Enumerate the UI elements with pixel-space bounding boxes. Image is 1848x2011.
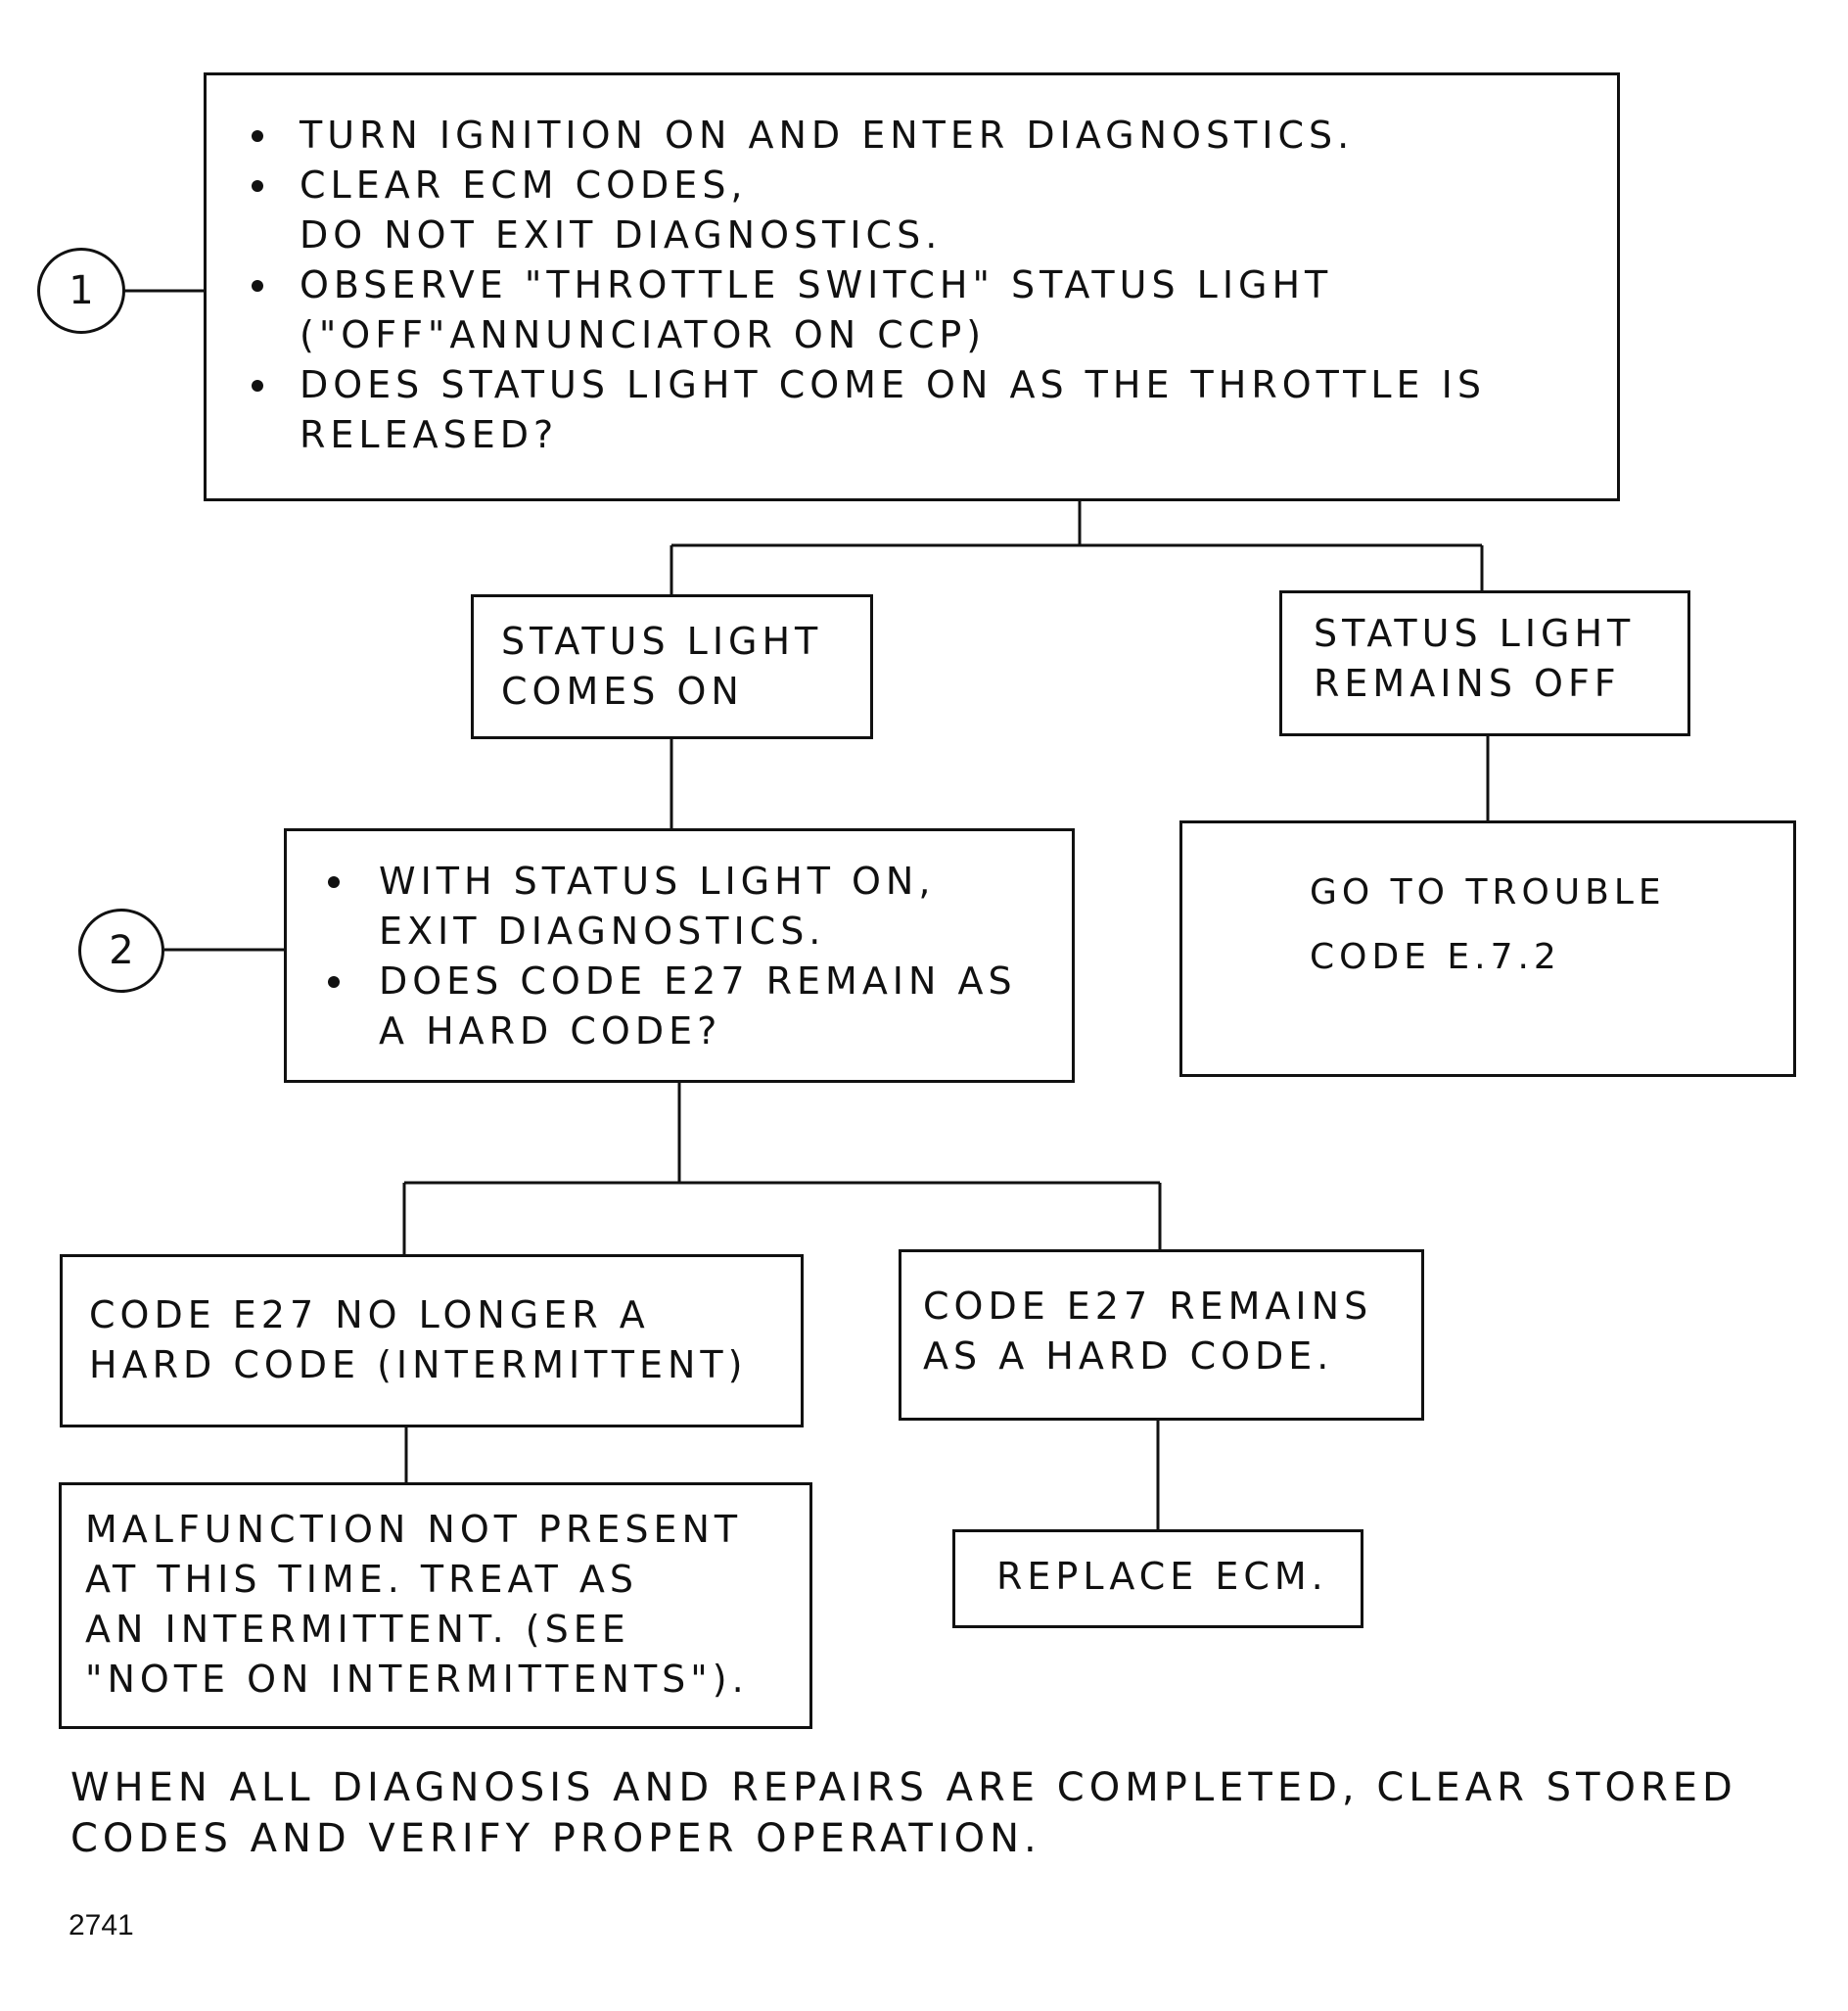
step-1-bullet-3: OBSERVE "THROTTLE SWITCH" STATUS LIGHT (…	[300, 263, 1333, 356]
status-light-comes-on-text: STATUS LIGHT COMES ON	[501, 620, 823, 713]
go-to-trouble-code-text: GO TO TROUBLE CODE E.7.2	[1310, 872, 1666, 977]
step-2-box: WITH STATUS LIGHT ON, EXIT DIAGNOSTICS. …	[284, 828, 1075, 1083]
step-1-box: TURN IGNITION ON AND ENTER DIAGNOSTICS. …	[204, 72, 1620, 501]
step-1-marker: 1	[37, 248, 125, 334]
bullet-icon	[252, 180, 263, 192]
step-2-bullet-1: WITH STATUS LIGHT ON, EXIT DIAGNOSTICS.	[379, 860, 936, 953]
status-light-comes-on-box: STATUS LIGHT COMES ON	[471, 594, 873, 739]
code-e27-remains-hard-text: CODE E27 REMAINS AS A HARD CODE.	[923, 1285, 1373, 1378]
step-1-bullet-1: TURN IGNITION ON AND ENTER DIAGNOSTICS.	[300, 114, 1355, 157]
bullet-icon	[252, 130, 263, 142]
go-to-trouble-code-box: GO TO TROUBLE CODE E.7.2	[1179, 820, 1796, 1077]
malfunction-not-present-text: MALFUNCTION NOT PRESENT AT THIS TIME. TR…	[85, 1508, 749, 1701]
status-light-remains-off-text: STATUS LIGHT REMAINS OFF	[1314, 612, 1636, 705]
bullet-icon	[328, 976, 340, 988]
step-1-bullet-4: DOES STATUS LIGHT COME ON AS THE THROTTL…	[300, 363, 1486, 456]
figure-number: 2741	[69, 1909, 134, 1941]
bullet-icon	[328, 876, 340, 888]
step-2-number: 2	[109, 928, 134, 973]
step-2-bullet-2: DOES CODE E27 REMAIN AS A HARD CODE?	[379, 959, 1017, 1052]
malfunction-not-present-box: MALFUNCTION NOT PRESENT AT THIS TIME. TR…	[59, 1482, 812, 1729]
replace-ecm-box: REPLACE ECM.	[952, 1529, 1363, 1628]
bullet-icon	[252, 280, 263, 292]
code-e27-no-longer-hard-box: CODE E27 NO LONGER A HARD CODE (INTERMIT…	[60, 1254, 804, 1427]
step-2-marker: 2	[78, 909, 164, 993]
code-e27-no-longer-hard-text: CODE E27 NO LONGER A HARD CODE (INTERMIT…	[89, 1293, 748, 1386]
completion-note: WHEN ALL DIAGNOSIS AND REPAIRS ARE COMPL…	[70, 1765, 1737, 1861]
step-1-bullet-2: CLEAR ECM CODES, DO NOT EXIT DIAGNOSTICS…	[300, 164, 943, 257]
step-1-number: 1	[69, 268, 94, 313]
status-light-remains-off-box: STATUS LIGHT REMAINS OFF	[1279, 590, 1690, 736]
bullet-icon	[252, 380, 263, 392]
replace-ecm-text: REPLACE ECM.	[996, 1555, 1328, 1598]
code-e27-remains-hard-box: CODE E27 REMAINS AS A HARD CODE.	[899, 1249, 1424, 1421]
